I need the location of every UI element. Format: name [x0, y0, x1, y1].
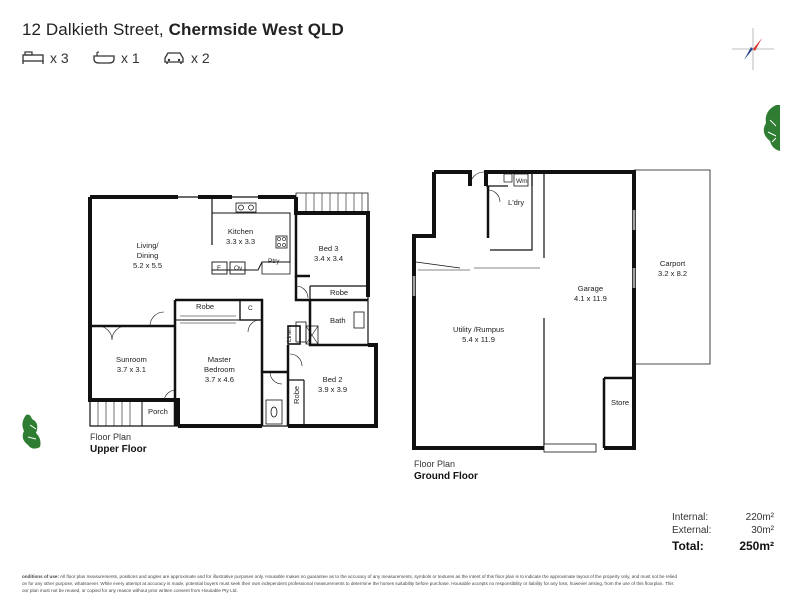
suburb: Chermside West QLD	[168, 20, 344, 39]
parking-count: x 2	[191, 50, 210, 66]
compass-icon	[732, 28, 774, 70]
parking-feature: x 2	[163, 50, 210, 66]
robe-master-label: Robe	[196, 302, 215, 311]
garage-size: 4.1 x 11.9	[574, 294, 607, 303]
utility-size: 5.4 x 11.9	[462, 335, 495, 344]
dining-name: Dining	[136, 251, 159, 260]
upper-floor-plan	[88, 192, 378, 428]
bedroom-count: x 3	[50, 50, 69, 66]
sunroom-size: 3.7 x 3.1	[116, 365, 146, 374]
total-area-value: 250m²	[739, 539, 774, 553]
laundry-label: L'dry	[508, 198, 525, 207]
street-address: 12 Dalkieth Street,	[22, 20, 164, 39]
utility-name: Utility /Rumpus	[453, 325, 505, 334]
disclaimer: onditions of use: All floor plan measure…	[22, 573, 780, 594]
disclaimer-line3: oor plan must not be reused, or copied f…	[22, 588, 238, 593]
external-area-value: 30m²	[751, 525, 774, 536]
car-icon	[164, 52, 184, 64]
kitchen-label: Kitchen 3.3 x 3.3	[226, 227, 255, 247]
bathrooms-feature: x 1	[93, 50, 140, 66]
carport-name: Carport	[659, 259, 686, 268]
master-name2: Bedroom	[204, 365, 235, 374]
ground-floor-plan	[412, 169, 711, 453]
bathroom-count: x 1	[121, 50, 140, 66]
tree-icon	[22, 105, 780, 449]
sunroom-label: Sunroom 3.7 x 3.1	[116, 355, 147, 375]
master-name: Master	[207, 355, 232, 364]
bath-label: Bath	[330, 316, 346, 325]
bedrooms-feature: x 3	[22, 50, 69, 66]
upper-floor-caption-line2: Upper Floor	[90, 444, 147, 455]
external-area-label: External:	[672, 525, 712, 536]
internal-area-value: 220m²	[745, 512, 774, 523]
kitchen-size: 3.3 x 3.3	[226, 237, 256, 246]
total-area-label: Total:	[672, 539, 704, 553]
internal-area-label: Internal:	[672, 512, 709, 523]
ground-floor-caption-line1: Floor Plan	[414, 459, 456, 469]
ground-floor-caption: Floor Plan Ground Floor	[414, 458, 478, 483]
disclaimer-heading: onditions of use:	[22, 574, 60, 579]
bath-icon	[93, 51, 115, 64]
disclaimer-line2: on for any other purpose, whatsoever. Wh…	[22, 581, 674, 586]
sunroom-name: Sunroom	[116, 355, 147, 364]
bed3-name: Bed 3	[318, 244, 339, 253]
garage-label: Garage 4.1 x 11.9	[574, 284, 607, 304]
pantry-label: Ptry	[268, 258, 280, 265]
ground-floor-caption-line2: Ground Floor	[414, 471, 478, 482]
oven-label: Ov	[234, 265, 243, 272]
carport-label: Carport 3.2 x 8.2	[658, 259, 687, 279]
carport-size: 3.2 x 8.2	[658, 269, 688, 278]
upper-floor-caption-line1: Floor Plan	[90, 432, 132, 442]
bed2-size: 3.9 x 3.9	[318, 385, 348, 394]
disclaimer-line1: onditions of use: All floor plan measure…	[22, 573, 780, 580]
living-dining-label: Living/ Dining 5.2 x 5.5	[133, 241, 162, 271]
porch-label: Porch	[148, 407, 168, 416]
utility-rumpus-label: Utility /Rumpus 5.4 x 11.9	[453, 325, 504, 345]
bed3-label: Bed 3 3.4 x 3.4	[314, 244, 343, 264]
store-label: Store	[611, 398, 630, 407]
upper-floor-caption: Floor Plan Upper Floor	[90, 431, 147, 456]
master-size: 3.7 x 4.6	[204, 375, 234, 384]
bed3-size: 3.4 x 3.4	[314, 254, 344, 263]
bed2-label: Bed 2 3.9 x 3.9	[318, 375, 347, 395]
living-name: Living/	[136, 241, 159, 250]
kitchen-name: Kitchen	[227, 227, 254, 236]
garage-name: Garage	[577, 284, 604, 293]
robe-bed3-label: Robe	[330, 288, 349, 297]
living-size: 5.2 x 5.5	[133, 261, 163, 270]
fridge-label: F	[217, 265, 221, 272]
property-address: 12 Dalkieth Street, Chermside West QLD	[22, 20, 344, 40]
master-bedroom-label: Master Bedroom 3.7 x 4.6	[204, 355, 235, 385]
area-summary: Internal: 220m² External: 30m² Total: 25…	[672, 512, 782, 556]
bed-icon	[22, 51, 44, 64]
bed2-name: Bed 2	[322, 375, 343, 384]
washer-label: Wm	[516, 178, 528, 185]
disclaimer-line1-text: All floor plan measurements, positions a…	[59, 574, 678, 579]
cupboard-label: C	[248, 305, 253, 312]
linen-label: Linen	[286, 326, 293, 342]
robe-bed2-label: Robe	[292, 385, 301, 404]
